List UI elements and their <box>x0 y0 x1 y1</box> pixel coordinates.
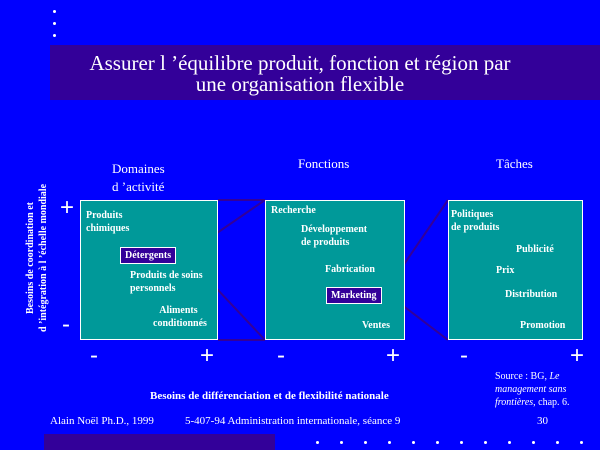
header-domaines: Domaines d ’activité <box>112 161 165 194</box>
label-aliments: Aliments conditionnés <box>153 305 207 329</box>
tag-detergents: Détergents <box>120 247 177 264</box>
header-fonctions: Fonctions <box>298 156 350 171</box>
y-axis-plus: + <box>60 194 75 221</box>
label-distribution: Distribution <box>505 289 558 300</box>
label-recherche: Recherche <box>271 205 316 216</box>
label-ventes: Ventes <box>362 320 390 331</box>
box-domaines <box>80 200 218 340</box>
x-axis-label: Besoins de différenciation et de flexibi… <box>150 390 389 402</box>
label-politiques: Politiques de produits <box>451 209 500 233</box>
label-promotion: Promotion <box>520 320 566 331</box>
label-produits-chimiques: Produits chimiques <box>86 210 130 234</box>
label-prix: Prix <box>496 265 515 276</box>
label-publicite: Publicité <box>516 244 554 255</box>
x-axis-plus-1: + <box>200 342 215 369</box>
x-axis-minus-1: - <box>90 342 98 369</box>
x-axis-plus-3: + <box>570 342 585 369</box>
header-taches: Tâches <box>496 156 533 171</box>
title-line-1: Assurer l ’équilibre produit, fonction e… <box>89 51 511 75</box>
footer-page-number: 30 <box>537 415 548 427</box>
y-axis-minus: - <box>62 311 70 338</box>
title-band <box>50 45 600 100</box>
x-axis-minus-3: - <box>460 342 468 369</box>
footer-author: Alain Noël Ph.D., 1999 <box>50 415 154 427</box>
box-taches <box>448 200 583 340</box>
x-axis-plus-2: + <box>386 342 401 369</box>
tag-marketing: Marketing <box>326 287 382 304</box>
y-axis-label: Besoins de coordination et d ’intégratio… <box>25 183 49 333</box>
footer-course: 5-407-94 Administration internationale, … <box>185 415 401 427</box>
slide-title: Assurer l ’équilibre produit, fonction e… <box>50 53 550 95</box>
label-produits-soins: Produits de soins personnels <box>130 270 203 294</box>
label-fabrication: Fabrication <box>325 264 375 275</box>
x-axis-minus-2: - <box>277 342 285 369</box>
box-fonctions <box>265 200 405 340</box>
bottom-band <box>44 434 275 450</box>
label-developpement: Développement de produits <box>301 224 368 248</box>
source-note: Source : BG, Le management sans frontièr… <box>495 371 570 408</box>
title-line-2: une organisation flexible <box>195 72 405 96</box>
